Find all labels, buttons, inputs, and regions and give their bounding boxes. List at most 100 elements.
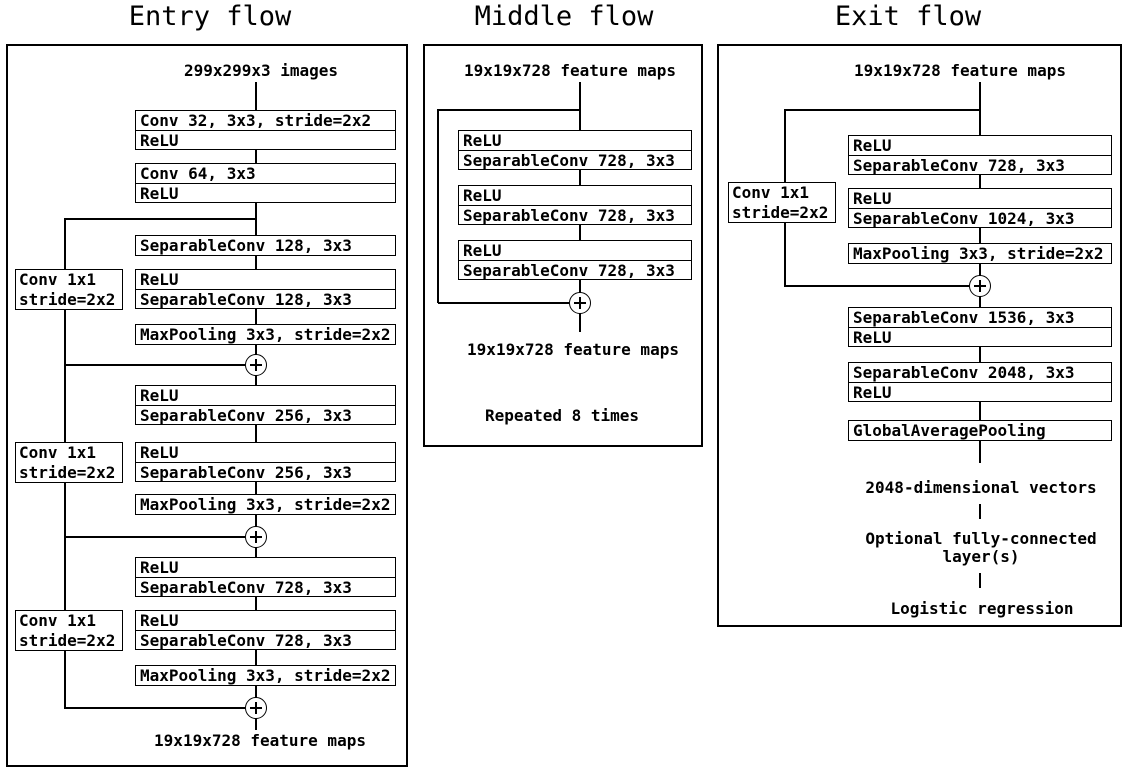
add-icon [245,697,267,719]
middle-flow-panel [423,44,703,447]
layer-label: SeparableConv 128, 3x3 [140,236,352,255]
layer-label: stride=2x2 [19,462,116,482]
entry-input-label: 299x299x3 images [183,61,339,80]
entry-output-label: 19x19x728 feature maps [154,731,366,750]
layer-label: MaxPooling 3x3, stride=2x2 [853,244,1104,263]
connector-line [979,573,981,588]
entry-merge-line-3 [65,707,245,709]
entry-flow-title: Entry flow [128,1,292,32]
exit-vectors-label: 2048-dimensional vectors [865,478,1097,497]
layer-label: SeparableConv 728, 3x3 [459,205,691,224]
entry-block3-shortcut-conv-box: Conv 1x1 stride=2x2 [15,610,123,651]
layer-label: ReLU [463,186,502,205]
middle-shortcut-line [437,109,439,303]
layer-label: ReLU [140,386,179,405]
middle-input-label: 19x19x728 feature maps [464,61,676,80]
add-icon [245,354,267,376]
exit-global-average-pooling-box: GlobalAveragePooling [848,420,1112,441]
layer-label: Conv 1x1 [19,270,97,289]
exit-shortcut-branch-line [785,109,980,111]
middle-relu-sepconv-box-1: ReLU SeparableConv 728, 3x3 [458,130,692,170]
layer-label: Conv 64, 3x3 [140,164,256,183]
layer-label: SeparableConv 728, 3x3 [136,630,395,649]
layer-label: stride=2x2 [19,289,116,309]
layer-label: ReLU [140,270,179,289]
layer-label: Conv 32, 3x3, stride=2x2 [140,111,372,130]
exit-optional-fc-line1: Optional fully-connected [865,529,1097,548]
layer-label: stride=2x2 [732,202,829,222]
layer-label: Conv 1x1 [19,443,97,462]
exit-input-label: 19x19x728 feature maps [854,61,1066,80]
layer-label: GlobalAveragePooling [853,421,1046,440]
entry-block2-relu-sepconv-box-a: ReLU SeparableConv 256, 3x3 [135,385,396,425]
entry-block2-shortcut-conv-box: Conv 1x1 stride=2x2 [15,442,123,483]
layer-label: MaxPooling 3x3, stride=2x2 [140,325,391,344]
layer-label: MaxPooling 3x3, stride=2x2 [140,495,391,514]
exit-merge-line [785,285,969,287]
entry-block3-relu-sepconv-box-b: ReLU SeparableConv 728, 3x3 [135,610,396,650]
layer-label: ReLU [853,136,892,155]
layer-label: SeparableConv 728, 3x3 [849,155,1111,174]
layer-label: ReLU [136,130,395,149]
layer-label: Conv 1x1 [732,183,810,202]
entry-conv32-box: Conv 32, 3x3, stride=2x2 ReLU [135,110,396,150]
entry-block1-shortcut-conv-box: Conv 1x1 stride=2x2 [15,269,123,310]
entry-merge-line-1 [65,364,245,366]
add-icon [245,526,267,548]
layer-label: ReLU [140,443,179,462]
layer-label: ReLU [463,241,502,260]
middle-shortcut-branch-line [438,109,580,111]
entry-block1-maxpool-box: MaxPooling 3x3, stride=2x2 [135,324,396,345]
add-icon [969,275,991,297]
layer-label: ReLU [849,327,1111,346]
layer-label: Conv 1x1 [19,611,97,630]
layer-label: SeparableConv 256, 3x3 [136,405,395,424]
middle-flow-title: Middle flow [474,1,654,32]
exit-flow-panel [717,44,1122,627]
exit-logistic-regression-label: Logistic regression [890,599,1074,618]
add-icon [569,292,591,314]
exit-shortcut-conv-box: Conv 1x1 stride=2x2 [728,182,836,223]
layer-label: ReLU [136,183,395,202]
layer-label: ReLU [140,611,179,630]
layer-label: SeparableConv 128, 3x3 [136,289,395,308]
entry-block2-maxpool-box: MaxPooling 3x3, stride=2x2 [135,494,396,515]
exit-maxpool-box: MaxPooling 3x3, stride=2x2 [848,243,1112,264]
connector-line [979,504,981,519]
exit-optional-fc-line2: layer(s) [942,547,1020,566]
layer-label: SeparableConv 1024, 3x3 [849,208,1111,227]
entry-conv64-box: Conv 64, 3x3 ReLU [135,163,396,203]
entry-block3-maxpool-box: MaxPooling 3x3, stride=2x2 [135,665,396,686]
entry-shortcut-branch-line [65,218,257,220]
middle-repeat-note: Repeated 8 times [484,406,640,425]
exit-relu-sepconv728-box: ReLU SeparableConv 728, 3x3 [848,135,1112,175]
layer-label: MaxPooling 3x3, stride=2x2 [140,666,391,685]
layer-label: SeparableConv 728, 3x3 [136,577,395,596]
entry-block1-relu-sepconv-box: ReLU SeparableConv 128, 3x3 [135,269,396,309]
layer-label: SeparableConv 728, 3x3 [459,150,691,169]
layer-label: SeparableConv 1536, 3x3 [853,308,1075,327]
middle-output-label: 19x19x728 feature maps [467,340,679,359]
layer-label: SeparableConv 256, 3x3 [136,462,395,481]
middle-merge-line [438,302,569,304]
exit-flow-title: Exit flow [834,1,982,32]
exit-optional-fc-label: Optional fully-connected layer(s) [865,530,1096,566]
entry-block3-relu-sepconv-box-a: ReLU SeparableConv 728, 3x3 [135,557,396,597]
entry-block1-sepconv-box: SeparableConv 128, 3x3 [135,235,396,256]
layer-label: ReLU [849,382,1111,401]
layer-label: stride=2x2 [19,630,116,650]
entry-block2-relu-sepconv-box-b: ReLU SeparableConv 256, 3x3 [135,442,396,482]
exit-sepconv1536-box: SeparableConv 1536, 3x3 ReLU [848,307,1112,347]
layer-label: SeparableConv 728, 3x3 [459,260,691,279]
middle-relu-sepconv-box-3: ReLU SeparableConv 728, 3x3 [458,240,692,280]
layer-label: ReLU [853,189,892,208]
layer-label: ReLU [463,131,502,150]
entry-flow-panel [6,44,408,767]
layer-label: SeparableConv 2048, 3x3 [853,363,1075,382]
exit-relu-sepconv1024-box: ReLU SeparableConv 1024, 3x3 [848,188,1112,228]
exit-sepconv2048-box: SeparableConv 2048, 3x3 ReLU [848,362,1112,402]
exit-main-connector-line [979,82,981,463]
entry-merge-line-2 [65,536,245,538]
middle-relu-sepconv-box-2: ReLU SeparableConv 728, 3x3 [458,185,692,225]
